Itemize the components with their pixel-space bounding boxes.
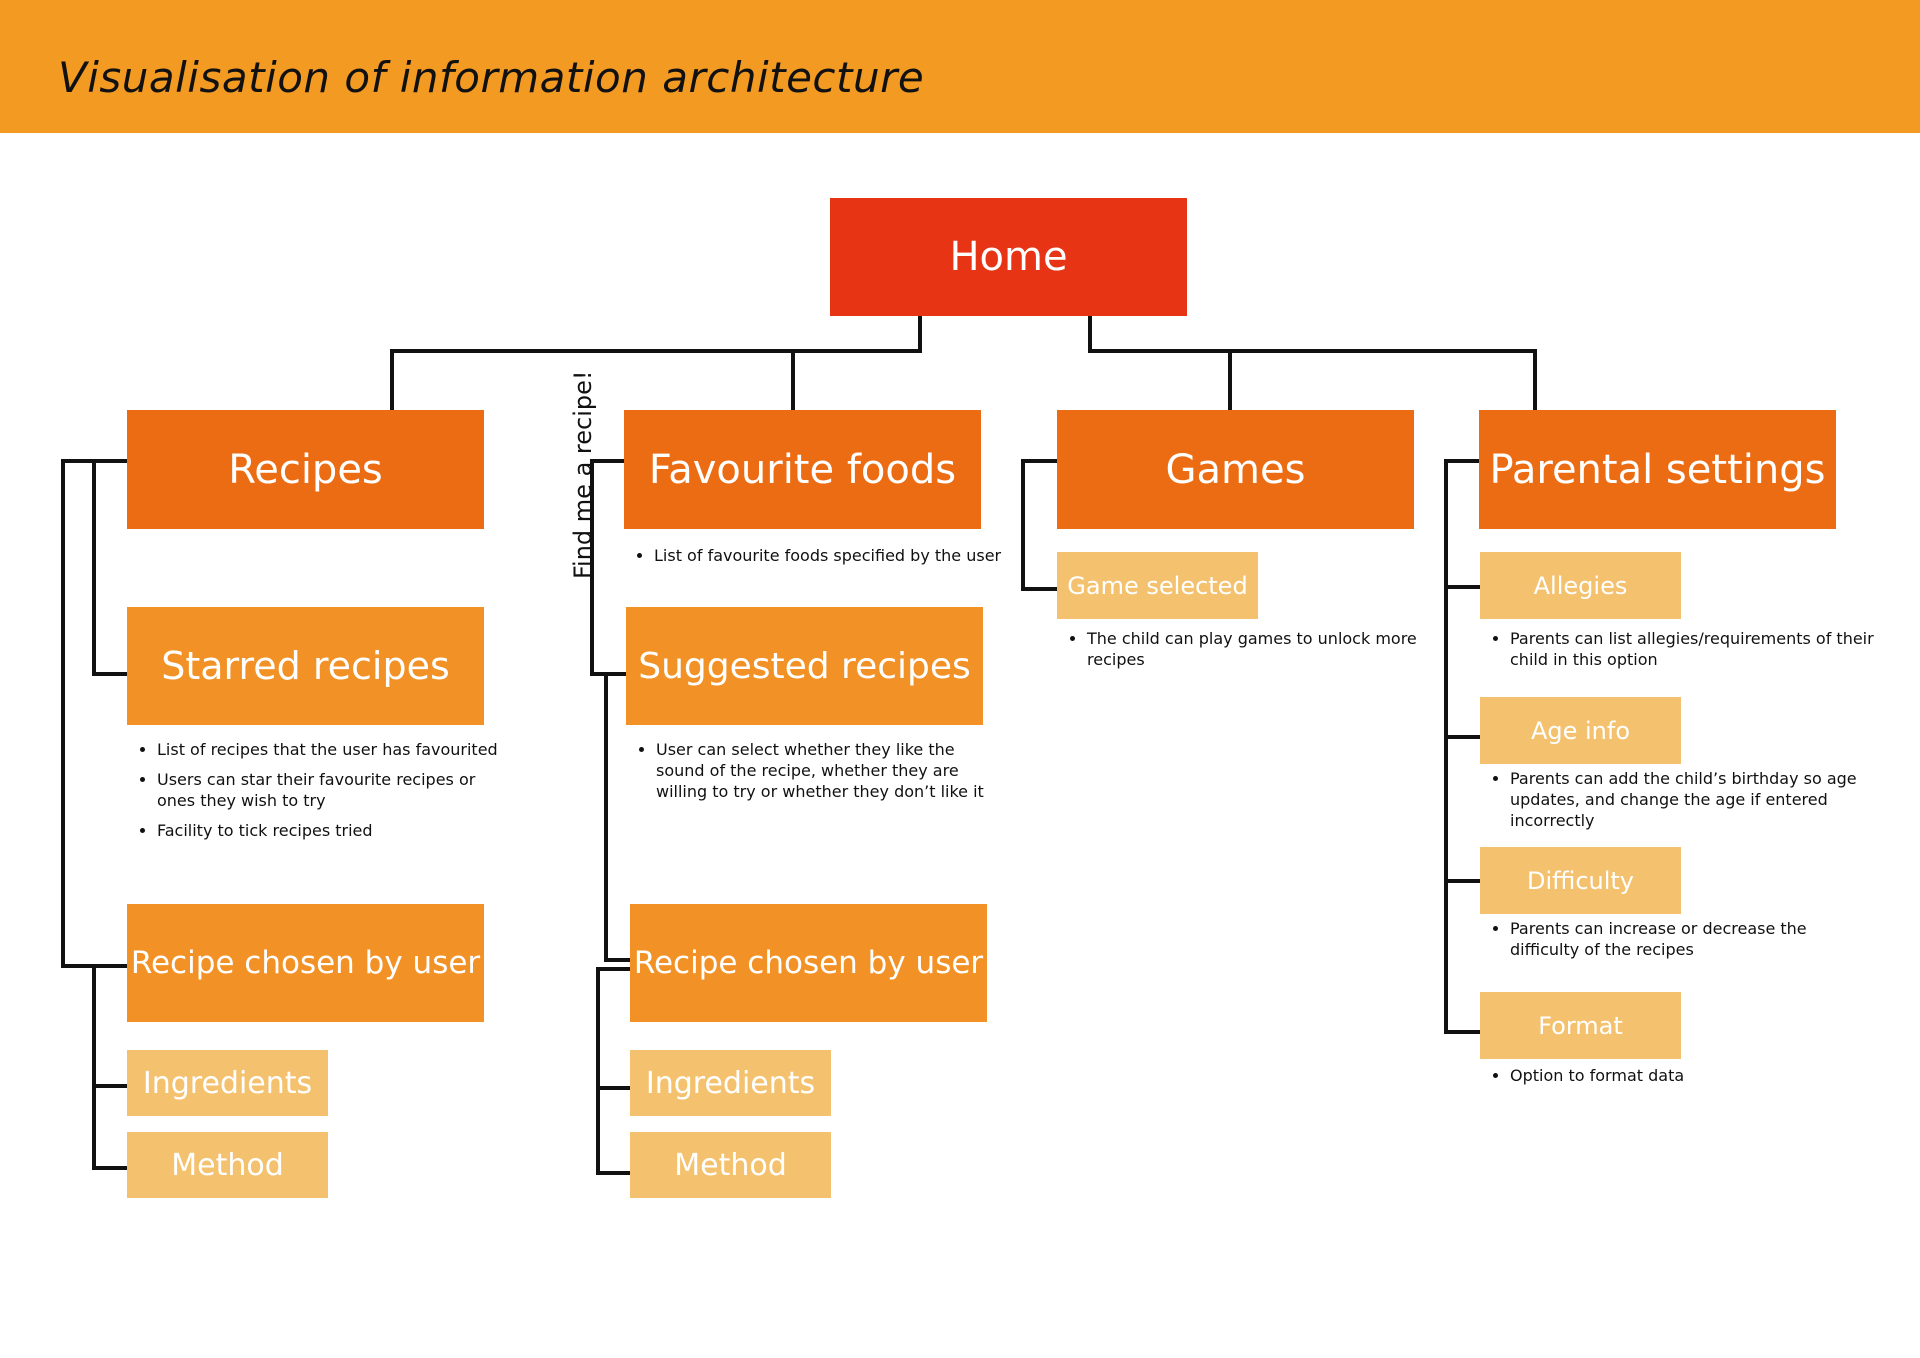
format-node: Format xyxy=(1480,992,1681,1059)
allergies-notes: Parents can list allegies/requirements o… xyxy=(1480,628,1880,679)
allergies-node: Allegies xyxy=(1480,552,1681,619)
recipes-node: Recipes xyxy=(127,410,484,529)
favourite-foods-notes: List of favourite foods specified by the… xyxy=(624,545,1014,575)
note-item: User can select whether they like the so… xyxy=(656,739,1008,802)
note-item: List of recipes that the user has favour… xyxy=(157,739,509,760)
difficulty-notes: Parents can increase or decrease the dif… xyxy=(1480,918,1880,969)
age-info-notes: Parents can add the child’s birthday so … xyxy=(1480,768,1880,840)
connector-suggested-chosen xyxy=(604,674,630,962)
connector-games xyxy=(1021,459,1057,591)
find-me-a-recipe-label: Find me a recipe! xyxy=(569,370,597,580)
connector-home-left xyxy=(390,316,922,410)
note-item: Parents can increase or decrease the dif… xyxy=(1510,918,1880,960)
note-item: List of favourite foods specified by the… xyxy=(654,545,1014,566)
suggested-recipes-node: Suggested recipes xyxy=(626,607,983,725)
format-notes: Option to format data xyxy=(1480,1065,1880,1095)
starred-recipes-node: Starred recipes xyxy=(127,607,484,725)
connector-parental xyxy=(1444,459,1480,1034)
ingredients-mid-node: Ingredients xyxy=(630,1050,831,1116)
note-item: Option to format data xyxy=(1510,1065,1880,1086)
method-mid-node: Method xyxy=(630,1132,831,1198)
header-bar: Visualisation of information architectur… xyxy=(0,0,1920,133)
recipe-chosen-mid-node: Recipe chosen by user xyxy=(630,904,987,1022)
connector-recipe-chosen-left xyxy=(92,966,127,1170)
connector-favourite-suggested xyxy=(590,459,626,676)
favourite-foods-node: Favourite foods xyxy=(624,410,981,529)
games-node: Games xyxy=(1057,410,1414,529)
recipe-chosen-left-node: Recipe chosen by user xyxy=(127,904,484,1022)
parental-settings-node: Parental settings xyxy=(1479,410,1836,529)
suggested-recipes-notes: User can select whether they like the so… xyxy=(626,739,1008,811)
note-item: Facility to tick recipes tried xyxy=(157,820,509,841)
note-item: The child can play games to unlock more … xyxy=(1087,628,1447,670)
home-node: Home xyxy=(830,198,1187,316)
note-item: Parents can add the child’s birthday so … xyxy=(1510,768,1880,831)
starred-recipes-notes: List of recipes that the user has favour… xyxy=(127,739,509,850)
game-selected-notes: The child can play games to unlock more … xyxy=(1057,628,1447,679)
note-item: Users can star their favourite recipes o… xyxy=(157,769,509,811)
method-left-node: Method xyxy=(127,1132,328,1198)
connector-chosen-mid xyxy=(596,967,630,1175)
age-info-node: Age info xyxy=(1480,697,1681,764)
connector-recipes-starred xyxy=(92,459,127,676)
difficulty-node: Difficulty xyxy=(1480,847,1681,914)
connector-home-right xyxy=(1088,316,1537,410)
note-item: Parents can list allegies/requirements o… xyxy=(1510,628,1880,670)
page-title: Visualisation of information architectur… xyxy=(58,53,925,102)
game-selected-node: Game selected xyxy=(1057,552,1258,619)
ingredients-left-node: Ingredients xyxy=(127,1050,328,1116)
